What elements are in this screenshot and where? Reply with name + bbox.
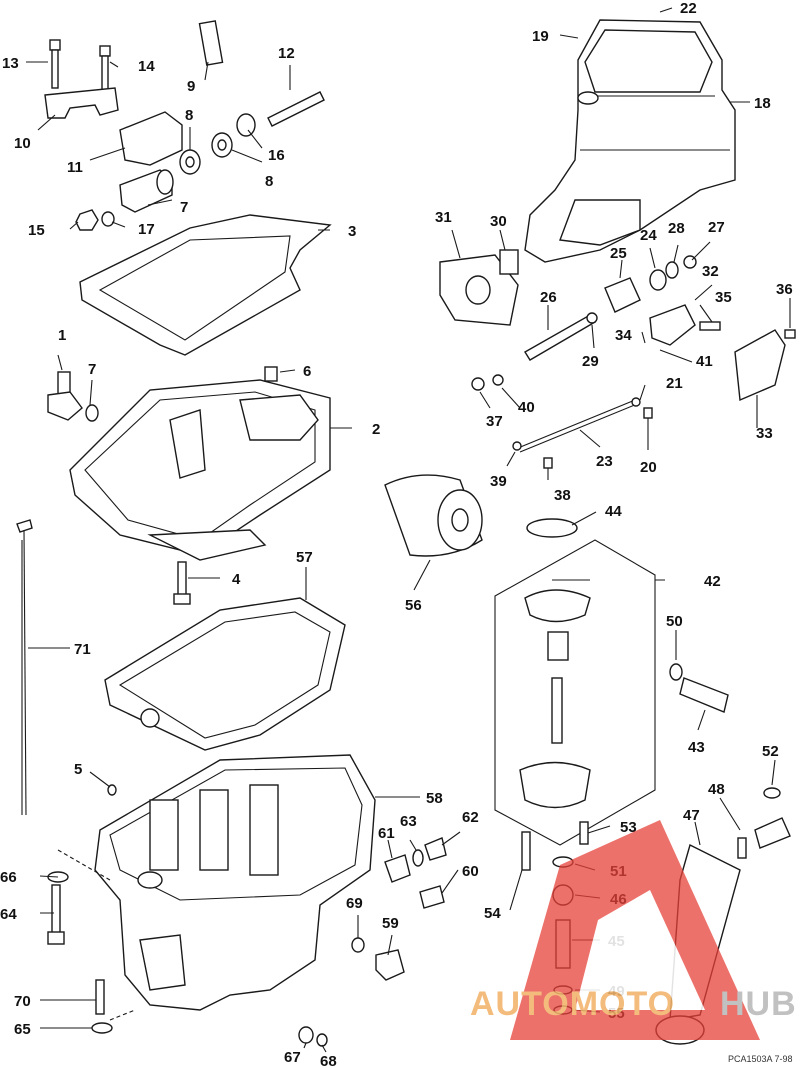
dipstick-part — [16, 519, 33, 816]
watermark-hub-text: HUB — [720, 985, 797, 1023]
callout-9: 9 — [187, 78, 195, 95]
callout-16: 15 — [28, 222, 45, 239]
callout-66: 65 — [14, 1021, 31, 1038]
callout-55: 54 — [484, 905, 501, 922]
callout-49: 48 — [708, 781, 725, 798]
callout-61: 60 — [462, 863, 479, 880]
gasket-top-part — [79, 214, 332, 356]
callout-20: 19 — [532, 28, 549, 45]
callout-29: 28 — [668, 220, 685, 237]
callout-57: 56 — [405, 597, 422, 614]
callout-12: 11 — [67, 159, 83, 176]
callout-7: 7 — [88, 361, 96, 378]
watermark-text: AUTOMOTO — [470, 985, 675, 1023]
callout-26: 25 — [610, 245, 627, 262]
watermark-triangle-inner — [575, 890, 705, 1010]
callout-25: 24 — [640, 227, 657, 244]
callout-30: 29 — [582, 353, 599, 370]
callout-40: 39 — [490, 473, 507, 490]
callout-35: 34 — [615, 327, 632, 344]
callout-54: 53 — [620, 819, 637, 836]
callout-62: 61 — [378, 825, 395, 842]
callout-19: 18 — [754, 95, 771, 112]
callout-71: 70 — [14, 993, 31, 1010]
callout-51: 50 — [666, 613, 683, 630]
callout-27: 26 — [540, 289, 557, 306]
callout-67: 66 — [0, 869, 17, 886]
exhaust-housing-part — [524, 19, 736, 263]
callout-11: 10 — [14, 135, 31, 152]
callout-44: 43 — [688, 739, 705, 756]
callout-34: 33 — [756, 425, 773, 442]
callout-60: 59 — [382, 915, 399, 932]
oil-pan-part — [47, 754, 447, 1047]
callout-2: 2 — [372, 421, 380, 438]
callout-15: 14 — [138, 58, 155, 75]
upper-left-parts — [44, 20, 325, 231]
callout-70: 69 — [346, 895, 363, 912]
callout-31: 30 — [490, 213, 507, 230]
callout-37: 36 — [776, 281, 793, 298]
callout-28: 27 — [708, 219, 725, 236]
callout-59: 58 — [426, 790, 443, 807]
figure-code: PCA1503A 7-98 — [728, 1054, 793, 1064]
oil-filter-part — [384, 474, 483, 557]
callout-69: 68 — [320, 1053, 337, 1068]
callout-21: 20 — [640, 459, 657, 476]
callout-17: 16 — [268, 147, 285, 164]
callout-65: 64 — [0, 906, 17, 923]
callout-5: 5 — [74, 761, 82, 778]
callout-23: 22 — [680, 0, 697, 17]
adapter-plate-part — [47, 366, 331, 605]
callout-41: 40 — [518, 399, 535, 416]
callout-53: 52 — [762, 743, 779, 760]
callout-43: 42 — [704, 573, 721, 590]
automotohub-watermark: AUTOMOTO HUB — [470, 820, 797, 1040]
callout-8a: 8 — [185, 107, 193, 124]
callout-45: 44 — [605, 503, 622, 520]
callout-38: 37 — [486, 413, 503, 430]
callout-68: 67 — [284, 1049, 301, 1066]
callout-4: 4 — [232, 571, 241, 588]
callout-72: 71 — [74, 641, 91, 658]
upper-right-parts — [439, 249, 796, 469]
gasket-middle-part — [104, 597, 346, 751]
callout-33: 32 — [702, 263, 719, 280]
callout-6: 6 — [303, 363, 311, 380]
callout-48: 47 — [683, 807, 700, 824]
callout-24: 23 — [596, 453, 613, 470]
callout-1: 1 — [58, 327, 66, 344]
callout-22: 21 — [666, 375, 683, 392]
callout-14: 13 — [2, 55, 19, 72]
callout-64: 63 — [400, 813, 417, 830]
callout-18: 17 — [138, 221, 155, 238]
callout-8b: 8 — [265, 173, 273, 190]
callout-32: 31 — [435, 209, 452, 226]
callout-3: 3 — [348, 223, 356, 240]
callout-58: 57 — [296, 549, 313, 566]
callout-36: 35 — [715, 289, 732, 306]
callout-39: 38 — [554, 487, 571, 504]
callout-13: 12 — [278, 45, 295, 62]
callout-63: 62 — [462, 809, 479, 826]
callout-42: 41 — [696, 353, 713, 370]
callout-10: 7 — [180, 199, 188, 216]
leader-lines — [26, 7, 791, 1053]
